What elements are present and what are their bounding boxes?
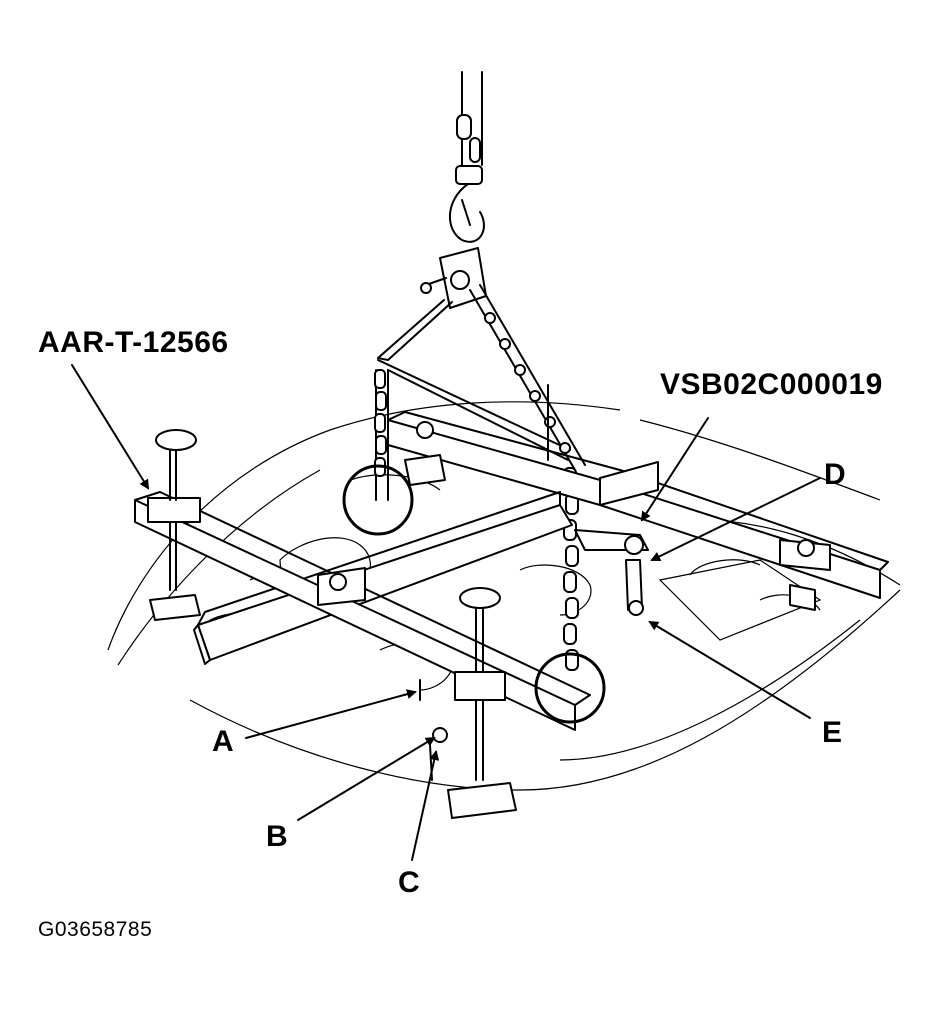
hook-clamp bbox=[420, 247, 487, 309]
leader-lines bbox=[71, 364, 821, 861]
front-support-beam bbox=[134, 491, 591, 731]
figure-id: G03658785 bbox=[38, 918, 153, 941]
tool-label-aar: AAR-T-12566 bbox=[38, 326, 229, 359]
callout-c: C bbox=[398, 866, 420, 899]
attachment-circles bbox=[342, 464, 606, 724]
callout-d: D bbox=[824, 458, 846, 491]
right-adjuster bbox=[447, 587, 517, 819]
rear-support-beam bbox=[387, 411, 889, 611]
left-chain bbox=[374, 369, 387, 477]
left-adjuster bbox=[149, 429, 201, 621]
tool-label-vsb: VSB02C000019 bbox=[660, 368, 883, 401]
callout-e: E bbox=[822, 716, 843, 749]
callout-b: B bbox=[266, 820, 288, 853]
callout-a: A bbox=[212, 725, 234, 758]
hoist-chain bbox=[448, 71, 485, 243]
cross-beam bbox=[193, 491, 573, 665]
bracket-and-bolt bbox=[574, 529, 649, 616]
diagonal-chain bbox=[469, 284, 586, 471]
